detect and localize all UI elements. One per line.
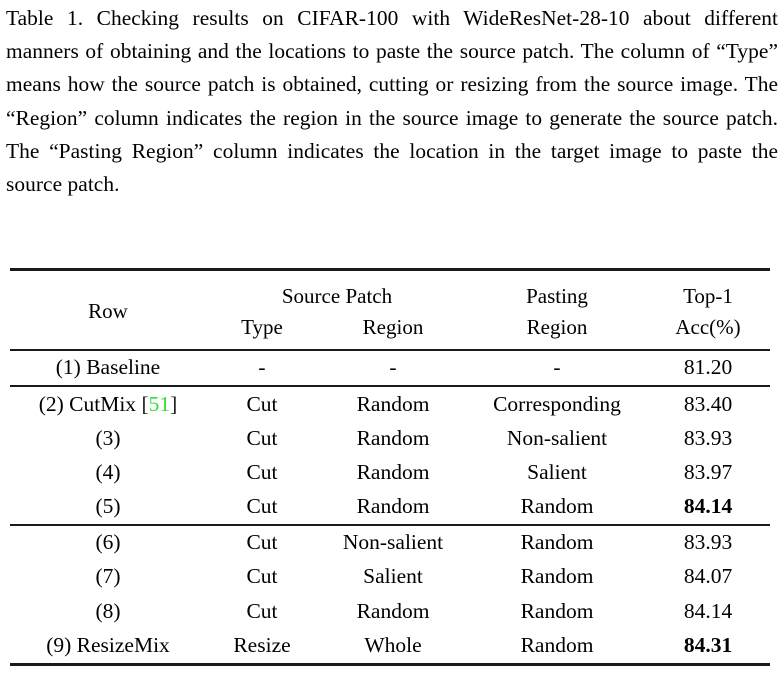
column-header-acc-line2: Acc(%) — [675, 314, 741, 339]
cell-region: Random — [356, 598, 430, 623]
rule-line — [10, 524, 770, 526]
table-row: (9) ResizeMix Resize Whole Random 84.31 — [10, 629, 770, 663]
cell-accuracy: 83.93 — [683, 530, 733, 555]
cell-accuracy: 84.31 — [683, 632, 733, 657]
rule-line — [10, 385, 770, 387]
cell-pasting-region: Random — [520, 494, 594, 519]
column-header-acc-line1: Top-1 — [683, 283, 733, 308]
cell-region: Non-salient — [342, 530, 444, 555]
table-row: (4) Cut Random Salient 83.97 — [10, 456, 770, 490]
cell-type: - — [258, 355, 266, 380]
cell-accuracy: 84.14 — [683, 598, 733, 623]
table-row: (1) Baseline - - - 81.20 — [10, 351, 770, 385]
cell-row-label: (6) — [95, 530, 121, 555]
cell-row-label: (2) CutMix [51] — [10, 387, 206, 421]
column-header-pasting-line1: Pasting — [526, 283, 588, 308]
results-table: Row Source Patch Pasting Top-1 Type Regi… — [10, 268, 770, 666]
cell-accuracy: 84.07 — [683, 564, 733, 589]
cell-pasting-region: Random — [520, 564, 594, 589]
cell-region: Random — [356, 425, 430, 450]
header-spacer — [10, 271, 770, 280]
cell-accuracy: 83.97 — [683, 459, 733, 484]
column-header-type: Type — [241, 314, 283, 339]
cell-type: Resize — [233, 632, 291, 657]
rule-line — [10, 662, 770, 666]
column-header-pasting-line2: Region — [526, 314, 588, 339]
cell-pasting-region: Non-salient — [506, 425, 608, 450]
cell-type: Cut — [246, 598, 278, 623]
cell-accuracy: 83.40 — [683, 391, 733, 416]
cell-row-label: (5) — [95, 494, 121, 519]
citation-close-bracket: ] — [170, 391, 178, 416]
table-row: (3) Cut Random Non-salient 83.93 — [10, 421, 770, 455]
cell-row-label: (7) — [95, 564, 121, 589]
table-row: (8) Cut Random Random 84.14 — [10, 594, 770, 628]
table-row: (2) CutMix [51] Cut Random Corresponding… — [10, 387, 770, 421]
cell-row-label: (3) — [95, 425, 121, 450]
column-header-source-patch-group: Source Patch — [281, 283, 393, 308]
citation-open-bracket: [ — [141, 391, 149, 416]
citation-link[interactable]: 51 — [148, 391, 171, 416]
table-rule-group-2 — [10, 524, 770, 526]
cell-row-name: CutMix — [69, 391, 137, 416]
table-caption: Table 1. Checking results on CIFAR-100 w… — [6, 2, 778, 201]
cell-region: Salient — [363, 564, 423, 589]
cell-type: Cut — [246, 564, 278, 589]
cell-pasting-region: Random — [520, 530, 594, 555]
table-row: (7) Cut Salient Random 84.07 — [10, 560, 770, 594]
table-container: Row Source Patch Pasting Top-1 Type Regi… — [10, 268, 770, 666]
table-rule-bottom — [10, 662, 770, 666]
table-header-row-1: Row Source Patch Pasting Top-1 — [10, 280, 770, 321]
rule-line — [10, 268, 770, 271]
cell-region: Random — [356, 494, 430, 519]
table-rule-top — [10, 268, 770, 271]
cell-row-index: (2) — [38, 391, 64, 416]
cell-row-label: (1) Baseline — [55, 355, 161, 380]
rule-line — [10, 349, 770, 351]
cell-pasting-region: - — [553, 355, 561, 380]
column-header-row: Row — [88, 298, 128, 323]
cell-row-label: (9) ResizeMix — [46, 632, 170, 657]
cell-accuracy: 84.14 — [683, 494, 733, 519]
cell-region: Whole — [364, 632, 422, 657]
cell-pasting-region: Salient — [527, 459, 587, 484]
cell-pasting-region: Corresponding — [493, 391, 621, 416]
cell-pasting-region: Random — [520, 598, 594, 623]
cell-type: Cut — [246, 459, 278, 484]
cell-region: Random — [356, 459, 430, 484]
table-rule-group-1 — [10, 385, 770, 387]
cell-type: Cut — [246, 494, 278, 519]
cell-type: Cut — [246, 391, 278, 416]
table-caption-text: Table 1. Checking results on CIFAR-100 w… — [6, 6, 778, 197]
cell-accuracy: 83.93 — [683, 425, 733, 450]
table-header-row-2: Type Region Region Acc(%) — [10, 312, 770, 342]
header-spacer-bottom — [10, 342, 770, 349]
column-header-region: Region — [362, 314, 424, 339]
cell-region: - — [389, 355, 397, 380]
cell-row-label: (8) — [95, 598, 121, 623]
cell-region: Random — [356, 391, 430, 416]
table-rule-under-header — [10, 349, 770, 351]
cell-accuracy: 81.20 — [683, 355, 733, 380]
cell-row-label: (4) — [95, 459, 121, 484]
cell-type: Cut — [246, 530, 278, 555]
table-row: (6) Cut Non-salient Random 83.93 — [10, 526, 770, 560]
cell-pasting-region: Random — [520, 632, 594, 657]
table-row: (5) Cut Random Random 84.14 — [10, 490, 770, 524]
cell-type: Cut — [246, 425, 278, 450]
